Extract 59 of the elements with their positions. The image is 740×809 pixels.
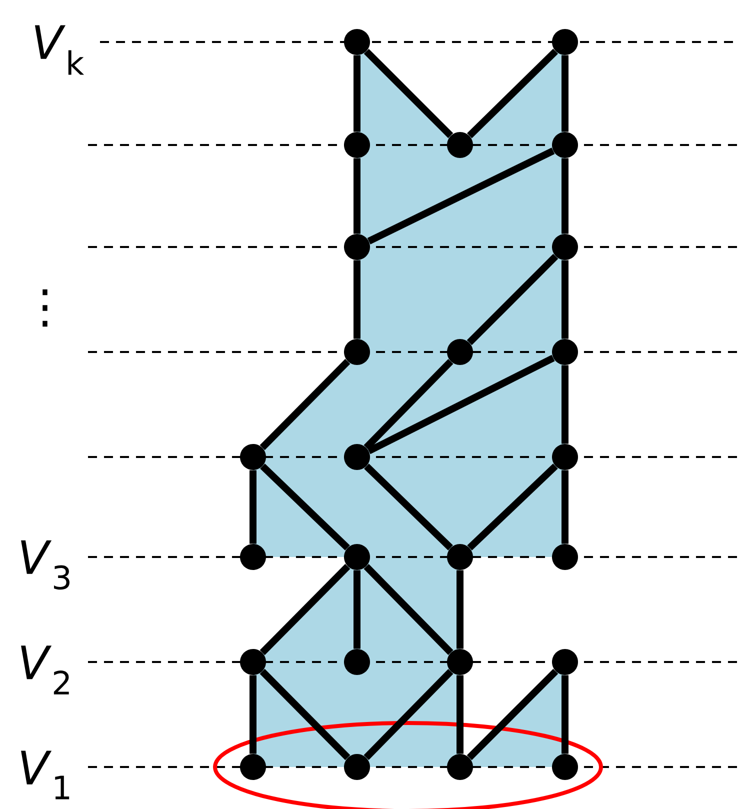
edge-line	[562, 260, 568, 339]
vertex-dot	[447, 649, 473, 675]
layer-label: V$_{3}$	[21, 540, 70, 590]
edge-line	[466, 254, 558, 346]
edge-line	[354, 55, 360, 132]
edge-line	[260, 358, 350, 450]
edge-line	[364, 464, 453, 550]
edge-line	[562, 470, 568, 544]
edge-line	[260, 564, 350, 656]
edge-line	[367, 354, 555, 454]
edge-line	[562, 675, 568, 754]
edge-line	[260, 668, 350, 760]
edge-line	[354, 158, 360, 234]
edge-line	[466, 668, 558, 760]
edge-line	[354, 260, 360, 339]
vertex-dot	[447, 132, 473, 158]
edge-line	[562, 55, 568, 132]
vertex-dot	[552, 754, 578, 780]
edge-line	[467, 464, 558, 550]
edge-line	[364, 668, 454, 760]
edge-line	[354, 570, 360, 649]
vertex-dot	[552, 544, 578, 570]
edge-line	[250, 470, 256, 544]
vertex-dot	[344, 29, 370, 55]
layer-label: V$_{1}$	[21, 750, 70, 800]
edge-line	[364, 48, 454, 138]
vertex-dot	[344, 444, 370, 470]
edge-line	[260, 464, 350, 550]
vertical-ellipsis: ⋮	[42, 289, 48, 327]
edge-line	[562, 158, 568, 234]
vertex-dot	[344, 132, 370, 158]
vertex-dot	[552, 444, 578, 470]
vertex-dot	[552, 234, 578, 260]
edge-line	[562, 365, 568, 444]
vertex-dot	[447, 544, 473, 570]
vertex-dot	[344, 649, 370, 675]
layer-label: V$_{k}$	[34, 25, 84, 75]
edge-line	[250, 675, 256, 754]
vertex-dot	[344, 544, 370, 570]
vertex-dot	[344, 339, 370, 365]
vertex-dot	[240, 544, 266, 570]
edge-line	[367, 148, 555, 244]
vertex-dot	[447, 339, 473, 365]
vertex-dot	[552, 29, 578, 55]
vertex-dot	[344, 234, 370, 260]
edge-line	[364, 358, 454, 450]
vertex-dot	[552, 649, 578, 675]
layer-label: V$_{2}$	[21, 646, 69, 694]
vertex-dot	[552, 339, 578, 365]
edge-line	[456, 570, 464, 649]
edge-line	[364, 564, 454, 656]
vertex-dot	[240, 754, 266, 780]
vertex-dot	[240, 444, 266, 470]
vertex-dot	[552, 132, 578, 158]
vertex-dot	[447, 754, 473, 780]
vertex-dot	[240, 649, 266, 675]
vertex-dot	[344, 754, 370, 780]
edge-line	[456, 675, 464, 754]
edge-line	[466, 48, 558, 138]
